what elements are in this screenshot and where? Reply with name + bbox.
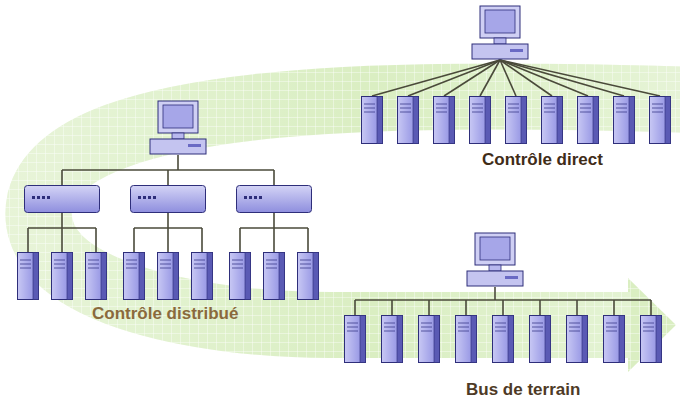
server-icon <box>419 316 440 363</box>
network-devices <box>18 6 671 363</box>
topology-label: Bus de terrain <box>466 380 580 400</box>
green-ribbon <box>38 96 680 372</box>
server-icon <box>298 253 319 300</box>
server-icon <box>382 316 403 363</box>
network-wire <box>650 300 652 315</box>
computer-icon <box>472 6 528 59</box>
server-icon <box>650 97 671 144</box>
network-wire <box>391 300 393 315</box>
server-icon <box>230 253 251 300</box>
network-wire <box>167 170 169 185</box>
network-wire <box>502 300 504 315</box>
server-icon <box>493 316 514 363</box>
network-wire <box>273 213 275 228</box>
network-wire <box>61 228 63 252</box>
server-icon <box>158 253 179 300</box>
topology-label: Contrôle distribué <box>92 304 238 324</box>
hub-icon <box>25 186 100 213</box>
server-icon <box>542 97 563 144</box>
network-wire <box>576 300 578 315</box>
network-wire <box>613 300 615 315</box>
computer-icon <box>150 101 206 154</box>
network-wire <box>444 60 500 96</box>
server-icon <box>124 253 145 300</box>
network-wire <box>201 228 203 252</box>
network-wire <box>494 287 496 300</box>
server-icon <box>398 97 419 144</box>
network-wire <box>61 170 63 185</box>
server-icon <box>52 253 73 300</box>
hub-icon <box>131 186 206 213</box>
server-icon <box>345 316 366 363</box>
server-icon <box>362 97 383 144</box>
server-icon <box>86 253 107 300</box>
network-wire <box>372 60 500 96</box>
network-wire <box>167 213 169 228</box>
server-icon <box>192 253 213 300</box>
network-wire <box>539 300 541 315</box>
network-wires <box>28 60 660 315</box>
server-icon <box>614 97 635 144</box>
network-wire <box>95 228 97 252</box>
server-icon <box>604 316 625 363</box>
network-wire <box>408 60 500 96</box>
server-icon <box>578 97 599 144</box>
network-wire <box>307 228 309 252</box>
computer-icon <box>467 233 523 286</box>
network-wire <box>133 228 135 252</box>
hub-icon <box>237 186 312 213</box>
topology-label: Contrôle direct <box>482 150 603 170</box>
server-icon <box>18 253 39 300</box>
network-wire <box>27 228 29 252</box>
network-wire <box>500 60 588 96</box>
server-icon <box>434 97 455 144</box>
network-wire <box>480 60 500 96</box>
network-wire <box>500 60 624 96</box>
server-icon <box>641 316 662 363</box>
network-wire <box>500 60 660 96</box>
server-icon <box>264 253 285 300</box>
server-icon <box>506 97 527 144</box>
server-icon <box>567 316 588 363</box>
network-wire <box>273 228 275 252</box>
server-icon <box>456 316 477 363</box>
server-icon <box>470 97 491 144</box>
network-wire <box>177 155 179 170</box>
network-wire <box>354 300 356 315</box>
network-wire <box>428 300 430 315</box>
network-wire <box>167 228 169 252</box>
network-wire <box>273 170 275 185</box>
server-icon <box>530 316 551 363</box>
network-wire <box>61 213 63 228</box>
network-wire <box>239 228 241 252</box>
network-wire <box>465 300 467 315</box>
